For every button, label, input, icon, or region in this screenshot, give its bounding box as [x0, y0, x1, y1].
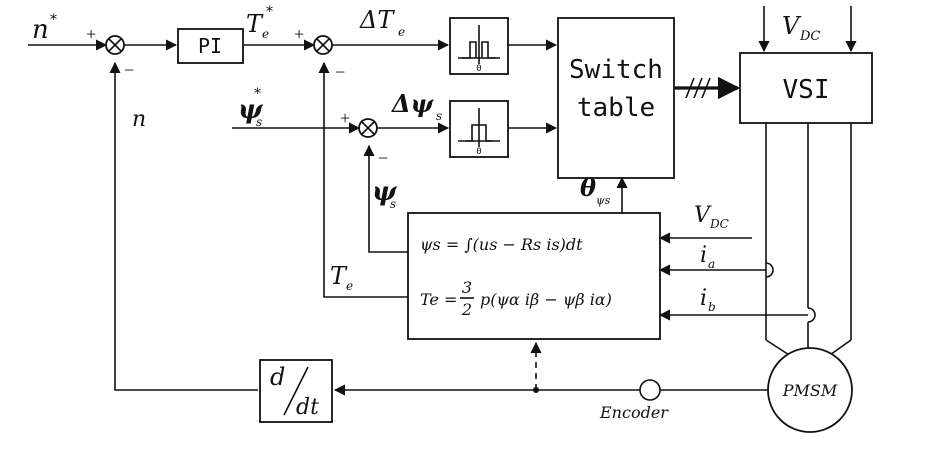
- flux-reference-sub: s: [256, 115, 262, 129]
- pmsm-label: PMSM: [782, 381, 838, 400]
- vsi-label: VSI: [783, 75, 830, 105]
- sign-minus-torque: −: [335, 62, 345, 82]
- torque-feedback-label: T: [330, 262, 348, 290]
- current-b-label: i: [700, 286, 707, 311]
- sign-minus-speed: −: [124, 60, 134, 80]
- torque-hysteresis-block: 0: [449, 17, 509, 75]
- torque-fraction-den: 2: [461, 300, 472, 319]
- flux-feedback-label: ψ: [372, 177, 398, 207]
- flux-feedback-sub: s: [390, 197, 396, 211]
- sign-plus-speed: +: [86, 24, 96, 44]
- sum-junction-flux: [358, 118, 378, 138]
- flux-reference-star: *: [254, 86, 261, 102]
- sum-junction-speed: [105, 35, 125, 55]
- dc-voltage-estimator-sub: DC: [709, 217, 729, 231]
- derivative-denominator: dt: [296, 395, 319, 420]
- dc-voltage-label: V: [782, 12, 802, 40]
- torque-fraction-num: 3: [462, 278, 472, 297]
- torque-equation-rhs: p(ψα iβ − ψβ iα): [480, 290, 612, 309]
- derivative-block: d dt: [259, 359, 333, 423]
- sign-plus-flux: +: [340, 108, 350, 128]
- speed-reference-star: *: [50, 12, 57, 28]
- dc-voltage-estimator-label: V: [694, 203, 712, 228]
- switch-table-line1: Switch: [569, 55, 663, 85]
- pi-label: PI: [198, 34, 222, 58]
- current-a-sub: a: [708, 257, 715, 271]
- flux-angle-label: θ: [580, 173, 596, 202]
- torque-equation-lhs: Te =: [420, 290, 457, 309]
- torque-reference-sub: e: [262, 27, 269, 41]
- encoder-label: Encoder: [599, 403, 669, 422]
- torque-feedback-sub: e: [346, 279, 353, 293]
- switch-table-line2: table: [577, 93, 655, 123]
- torque-error-label: ΔT: [359, 6, 395, 34]
- flux-equation: ψs = ∫(us − Rs is)dt: [420, 235, 583, 254]
- torque-reference-label: T: [246, 10, 264, 38]
- hysteresis-zero-label: 0: [476, 64, 481, 74]
- sum-junction-torque: [313, 35, 333, 55]
- current-b-sub: b: [708, 300, 716, 314]
- flux-reference-label: ψ: [238, 95, 264, 125]
- torque-error-sub: e: [398, 25, 405, 39]
- hysteresis-zero-label: 0: [476, 147, 481, 157]
- sign-plus-torque: +: [294, 24, 304, 44]
- flux-angle-sub: ψs: [596, 194, 611, 207]
- current-a-label: i: [700, 243, 707, 268]
- torque-reference-star: *: [266, 4, 273, 20]
- sign-minus-flux: −: [378, 148, 388, 168]
- estimator-block: ψs = ∫(us − Rs is)dt Te = 3 2 p(ψα iβ − …: [407, 212, 661, 340]
- speed-feedback-label: n: [132, 107, 146, 132]
- speed-reference-label: n: [32, 15, 49, 45]
- flux-error-sub: s: [436, 109, 442, 123]
- flux-hysteresis-block: 0: [449, 100, 509, 158]
- signal-labels: n * n T e * ΔT e ψ s * Δψ s ψ s T e θ ψs…: [32, 4, 820, 422]
- derivative-numerator: d: [270, 363, 285, 391]
- vsi-block: VSI: [739, 52, 873, 124]
- pmsm-motor: PMSM: [767, 347, 853, 433]
- dc-voltage-sub: DC: [799, 29, 820, 44]
- switch-table-block: Switch table: [557, 17, 675, 179]
- flux-error-label: Δψ: [391, 89, 435, 118]
- pi-controller-block: PI: [177, 28, 244, 64]
- wires: [28, 6, 857, 401]
